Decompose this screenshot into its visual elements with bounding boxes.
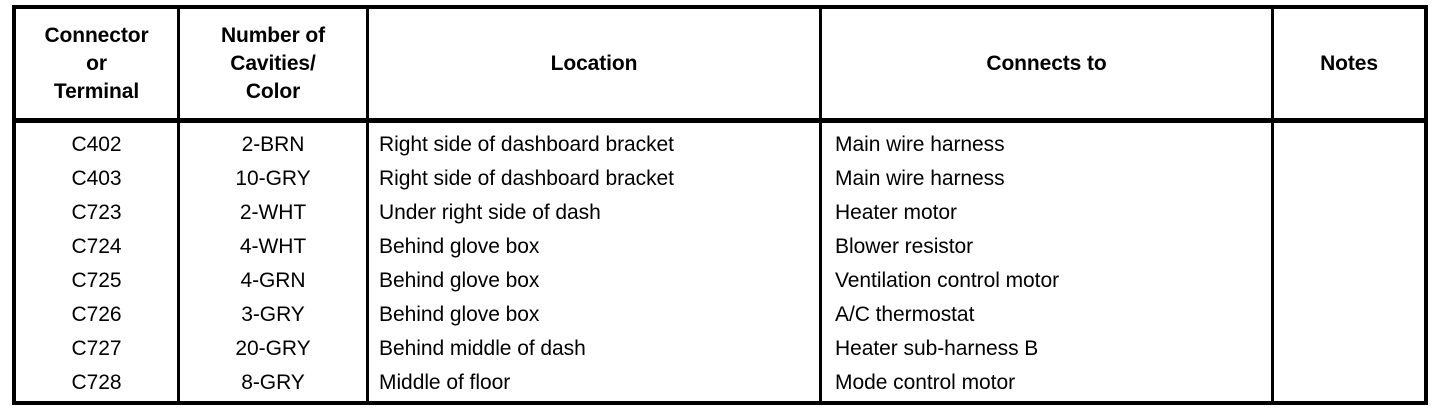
cell-notes [1284,264,1424,298]
cell-cavities-color: 2-WHT [239,201,307,224]
cell-connects-to: A/C thermostat [835,303,975,326]
cell-location: Behind glove box [379,303,540,326]
column-divider-2 [366,9,369,118]
cell-connector: C402 [71,133,122,156]
column-divider-2 [366,123,369,401]
column-divider-3 [819,9,822,118]
cell-connects-to: Mode control motor [835,371,1016,394]
cell-location: Right side of dashboard bracket [379,167,674,190]
cell-notes [1284,128,1424,162]
cell-notes [1284,298,1424,332]
body-column-notes [1274,123,1424,401]
cell-location: Behind middle of dash [379,337,586,360]
column-header-line: Connects to [986,51,1107,75]
cell-notes [1284,162,1424,196]
cell-location: Under right side of dash [379,201,601,224]
column-header-connector-or-terminal: Connector or Terminal [16,9,177,118]
cell-cavities-color: 4-GRN [240,269,306,292]
column-divider-1 [177,123,180,401]
cell-cavities-color: 20-GRY [235,337,311,360]
cell-location: Behind glove box [379,235,540,258]
column-header-line: Terminal [53,79,140,103]
cell-connector: C723 [71,201,122,224]
cell-cavities-color: 3-GRY [241,303,305,326]
cell-connects-to: Main wire harness [835,167,1005,190]
cell-location: Right side of dashboard bracket [379,133,674,156]
table-header-row: Connector or Terminal Number of Cavities… [16,9,1424,118]
cell-notes [1284,196,1424,230]
column-header-line: or [86,51,107,75]
cell-connects-to: Heater motor [835,201,957,224]
body-column-location: Right side of dashboard bracket Right si… [369,123,819,401]
cell-connector: C728 [71,371,122,394]
column-header-location: Location [369,9,819,118]
body-column-connector: C402 C403 C723 C724 C725 C726 C727 C728 [16,123,177,401]
column-header-line: Notes [1320,51,1378,75]
column-header-line: Color [245,79,301,103]
table-inner: Connector or Terminal Number of Cavities… [16,9,1424,401]
cell-connects-to: Main wire harness [835,133,1005,156]
header-body-divider [16,118,1424,123]
cell-notes [1284,332,1424,366]
table-body: C402 C403 C723 C724 C725 C726 C727 C728 … [16,123,1424,401]
cell-cavities-color: 2-BRN [241,133,305,156]
column-divider-3 [819,123,822,401]
column-header-connects-to: Connects to [822,9,1271,118]
cell-connector: C724 [71,235,122,258]
cell-connector: C727 [71,337,122,360]
connector-reference-table: Connector or Terminal Number of Cavities… [12,5,1428,405]
cell-location: Middle of floor [379,371,511,394]
cell-notes [1284,230,1424,264]
cell-location: Behind glove box [379,269,540,292]
body-column-cavities-color: 2-BRN 10-GRY 2-WHT 4-WHT 4-GRN 3-GRY 20-… [180,123,366,401]
cell-cavities-color: 8-GRY [241,371,305,394]
column-divider-1 [177,9,180,118]
column-header-notes: Notes [1274,9,1424,118]
column-header-line: Connector [44,23,149,47]
cell-connects-to: Ventilation control motor [835,269,1060,292]
cell-connector: C726 [71,303,122,326]
column-header-number-of-cavities-color: Number of Cavities/ Color [180,9,366,118]
cell-notes [1284,366,1424,400]
body-column-connects-to: Main wire harness Main wire harness Heat… [822,123,1271,401]
column-header-line: Number of [220,23,326,47]
column-header-line: Location [550,51,638,75]
column-header-line: Cavities/ [230,51,316,75]
cell-connects-to: Heater sub-harness B [835,337,1039,360]
column-divider-4 [1271,123,1274,401]
cell-connector: C725 [71,269,122,292]
cell-connector: C403 [71,167,122,190]
cell-cavities-color: 4-WHT [239,235,307,258]
cell-cavities-color: 10-GRY [235,167,311,190]
cell-connects-to: Blower resistor [835,235,974,258]
column-divider-4 [1271,9,1274,118]
